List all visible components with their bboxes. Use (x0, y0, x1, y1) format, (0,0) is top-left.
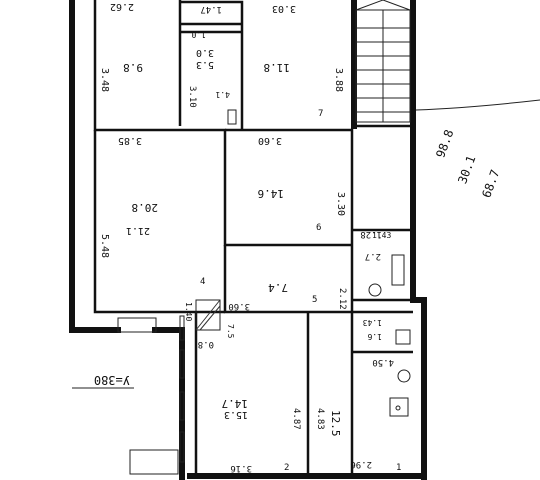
height-mark: У=380 (94, 373, 130, 387)
room-r3-dim: 3.03 (272, 3, 296, 14)
misc-label: 1.43 (372, 231, 391, 240)
misc-label: 1.0 (191, 30, 206, 39)
staircase (355, 0, 411, 123)
room-r8-extra: 1.6 (367, 332, 382, 341)
room-r10-area: 12.5 (329, 410, 342, 437)
room-r2-extra: 3.0 (196, 47, 214, 58)
room-r4-extra: 21.1 (126, 225, 150, 236)
room-r4-area: 20.8 (132, 201, 159, 214)
room-r9-dim: 4.87 (291, 408, 301, 430)
misc-label: 2 (284, 463, 289, 473)
misc-label: 4 (200, 277, 205, 287)
room-r3-area: 11.8 (264, 61, 291, 74)
room-r1-area: 9.8 (123, 61, 143, 74)
note-value: 98.8 (433, 128, 456, 160)
room-r9-dim: 3.16 (230, 463, 252, 473)
room-r8-area: 1.43 (363, 318, 382, 327)
misc-label: 1.40 (184, 302, 193, 321)
room-r8-dim: 4.50 (372, 357, 394, 367)
room-r6-area: 7.4 (268, 281, 288, 294)
room-r5-area: 14.6 (258, 187, 285, 200)
misc-label: 4.1 (215, 90, 230, 99)
room-r10-dim: 2.96 (350, 459, 372, 469)
room-r5-dim: 3.30 (335, 192, 346, 216)
room-r6-dim: 2.12 (337, 288, 347, 310)
fixtures (117, 99, 540, 475)
room-r1-dim: 3.48 (99, 68, 110, 92)
note-value: 30.1 (455, 154, 478, 186)
misc-label: 1 (396, 463, 401, 473)
room-r9-area: 14.7 (222, 397, 249, 410)
room-r7-dim: 1.28 (360, 229, 382, 239)
room-r4-dim: 5.48 (99, 234, 110, 258)
interior-walls (93, 0, 413, 476)
misc-label: 6 (316, 223, 321, 233)
building-notes: 68.7 30.1 98.8 У=380 (72, 128, 502, 389)
room-r3-dim: 3.88 (333, 68, 344, 92)
room-r1-dim: 2.62 (110, 1, 134, 12)
room-r4-dim: 3.85 (118, 135, 142, 146)
room-r9-extra: 15.3 (224, 409, 248, 420)
misc-label: 0.8 (198, 339, 214, 349)
room-r7-area: 2.7 (365, 251, 381, 261)
misc-label: 7.5 (226, 324, 235, 339)
outer-walls (69, 0, 427, 480)
misc-label: 7 (318, 109, 323, 119)
misc-label: 5 (312, 295, 317, 305)
room-r2-dim: 1.47 (200, 4, 222, 14)
room-labels: 9.8 2.62 3.48 5.3 3.0 1.47 3.10 11.8 3.0… (99, 1, 394, 473)
room-r5-dim: 3.60 (258, 135, 282, 146)
misc-labels: 1.0 1.43 0.8 1.40 7.5 4 5 6 7 2 1 4.1 (184, 30, 401, 473)
room-r2-dim: 3.10 (187, 86, 197, 108)
room-r10-dim: 4.83 (315, 408, 325, 430)
room-r2-area: 5.3 (196, 59, 214, 70)
note-value: 68.7 (479, 168, 502, 200)
room-r6-dim: 3.60 (228, 301, 250, 311)
